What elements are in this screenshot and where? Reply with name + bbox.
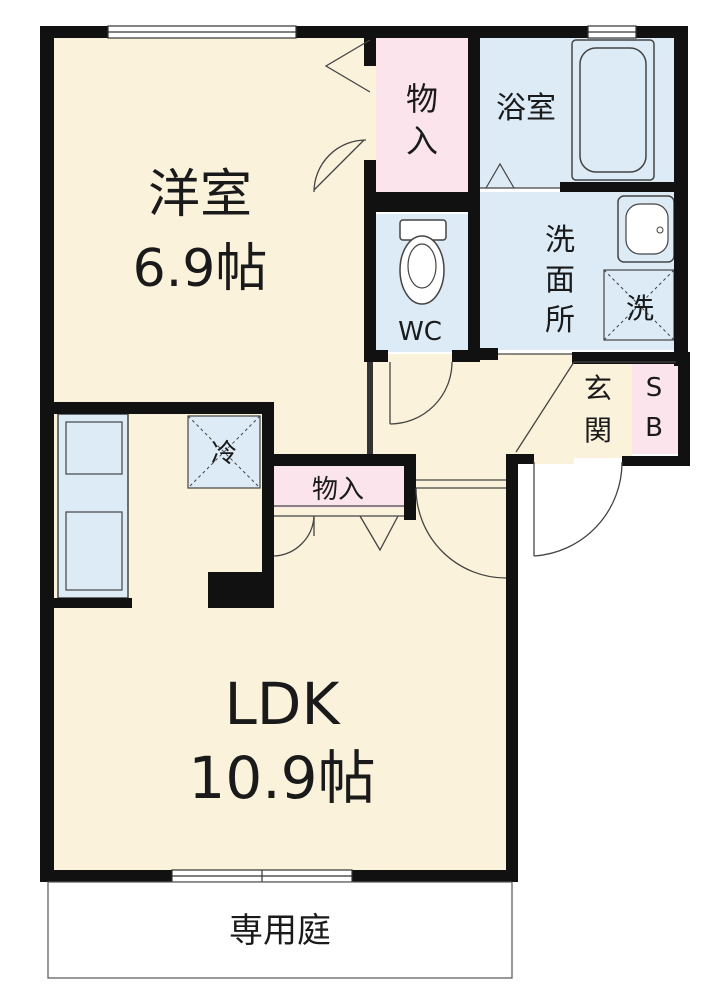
storage-mid-label: 物入 — [312, 475, 364, 505]
door-storage-mid-fold — [359, 515, 399, 552]
entrance-label-2: 関 — [584, 414, 612, 447]
door-western-leaf — [313, 139, 365, 191]
doors — [273, 39, 676, 579]
ldk-name: LDK — [224, 670, 341, 738]
door-western-arc — [313, 139, 367, 193]
wall-storage-left-low — [364, 160, 376, 360]
wall-wash-bottom-r — [572, 352, 690, 364]
wall-wash-bottom — [468, 348, 498, 360]
toilet-seat — [407, 243, 437, 289]
fixtures — [57, 39, 675, 599]
wall-pillar — [208, 572, 274, 608]
walls — [40, 26, 690, 882]
shoe-box-label-2: B — [645, 413, 663, 443]
storage-top-floor — [376, 36, 470, 194]
entrance-step — [515, 361, 575, 453]
bath-label: 浴室 — [496, 91, 556, 126]
washroom-label-2: 面 — [545, 263, 575, 298]
windows — [107, 25, 637, 883]
wall-storage-bottom — [364, 192, 480, 212]
western-room-floor — [52, 36, 376, 408]
wall-entrance-bottom-right — [622, 456, 690, 466]
door-ldk-arc — [415, 487, 507, 579]
fridge-diag-2 — [187, 415, 261, 489]
wc-label: WC — [398, 317, 442, 347]
wall-top-mid — [296, 26, 588, 38]
wall-storage-mid-top — [262, 454, 416, 466]
kitchen-sink — [65, 421, 123, 475]
wall-divider-left — [40, 402, 274, 414]
bathtub-inner — [579, 47, 647, 173]
wash-basin-bowl — [625, 203, 669, 255]
bath-door-mark — [485, 162, 515, 189]
wall-storage-mid-right — [404, 454, 416, 520]
ldk-size: 10.9帖 — [188, 744, 375, 812]
western-room-name: 洋室 — [148, 165, 252, 225]
fridge-label: 冷 — [211, 439, 237, 469]
wall-right-entrance — [678, 356, 690, 466]
wall-bath-bottom — [560, 182, 688, 192]
wall-entrance-bottom — [506, 454, 534, 464]
storage-top-label-2: 入 — [406, 122, 438, 160]
entrance-label-1: 玄 — [584, 372, 612, 405]
toilet-bowl — [399, 235, 445, 305]
door-storage-mid-arc — [273, 515, 315, 557]
labels: 洋室 6.9帖 LDK 10.9帖 物 入 浴室 洗 面 所 洗 WC 玄 関 … — [133, 80, 663, 951]
garden-label: 専用庭 — [229, 911, 331, 951]
door-wc-arc — [389, 361, 453, 425]
kitchen-stove — [65, 511, 123, 591]
wash-basin-drain — [656, 226, 664, 234]
door-storage-top — [324, 39, 371, 93]
storage-top-label-1: 物 — [406, 80, 438, 118]
storage-mid-floor — [274, 464, 408, 508]
washroom-label-1: 洗 — [545, 223, 575, 258]
wall-storage-left — [364, 36, 376, 66]
shoe-box-label-1: S — [646, 373, 663, 403]
western-room-size: 6.9帖 — [133, 239, 268, 299]
washroom-label-3: 所 — [545, 303, 575, 338]
shoe-box-floor — [632, 364, 678, 454]
wall-wc-bottom-l — [364, 350, 388, 362]
washer-label: 洗 — [626, 292, 654, 325]
wall-bottom-left — [40, 870, 172, 882]
entrance-floor — [512, 362, 632, 458]
washer-diag-2 — [603, 269, 675, 341]
wall-ldk-right — [506, 454, 518, 882]
wall-storage-right — [468, 36, 480, 362]
wall-top-left — [40, 26, 108, 38]
wall-kitchen-bottom — [40, 598, 132, 608]
wall-divider-post — [262, 402, 274, 608]
door-front-arc — [533, 461, 623, 557]
wall-left — [40, 26, 54, 882]
wall-bottom-right — [352, 870, 518, 882]
wall-right-upper — [674, 26, 688, 366]
garden-area — [47, 881, 513, 979]
